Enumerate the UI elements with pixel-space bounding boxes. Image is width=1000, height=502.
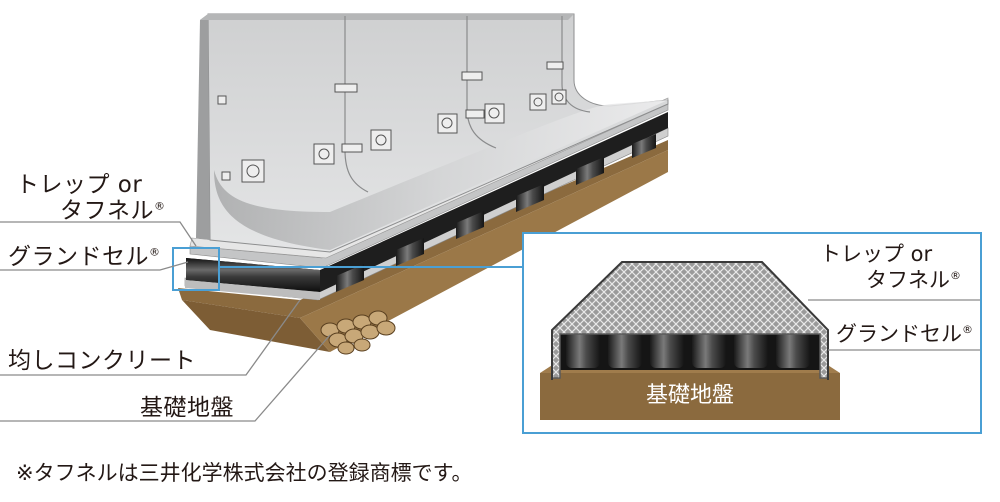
inset-soil — [540, 373, 840, 420]
label-grandcell: グランドセル® — [8, 244, 161, 270]
wall-edge — [196, 14, 210, 240]
anchor-plates — [217, 61, 567, 183]
label-leveling-concrete: 均しコンクリート — [8, 348, 196, 374]
inset-label-tafuneru: タフネル® — [866, 268, 961, 292]
inset-label-grandcell: グランドセル® — [836, 322, 973, 346]
leader-lines — [0, 221, 980, 422]
label-foundation-ground: 基礎地盤 — [140, 395, 234, 421]
foundation-soil-top — [178, 140, 668, 318]
label-tafuneru: タフネル® — [60, 198, 166, 224]
sheet-layer — [189, 101, 669, 269]
callout-source-box — [172, 247, 220, 291]
inset-label-trap-or: トレップ or — [820, 242, 933, 266]
wall-fillet — [214, 100, 668, 250]
inset-label-foundation-ground: 基礎地盤 — [646, 383, 735, 408]
inset-sheet-edge — [551, 261, 829, 380]
wall-top-edge — [200, 14, 574, 20]
foundation-soil-front — [182, 300, 330, 352]
foundation-soil-side — [300, 150, 668, 352]
label-trap-or: トレップ or — [16, 172, 143, 198]
grandcell-cylinders — [336, 134, 656, 292]
footnote: ※タフネルは三井化学株式会社の登録商標です。 — [16, 461, 473, 485]
rubble-stones — [320, 310, 396, 355]
inset-cylinders — [558, 330, 822, 370]
